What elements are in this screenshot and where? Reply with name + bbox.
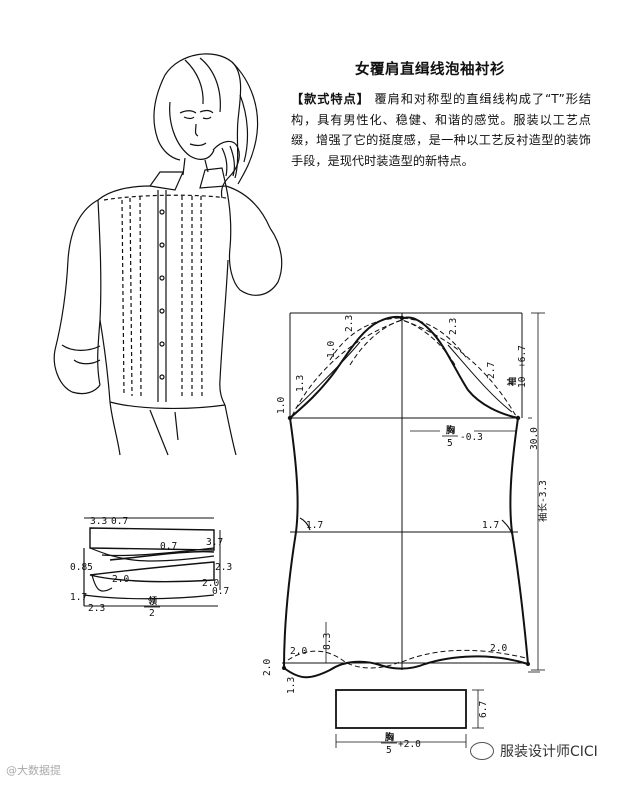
sleeve-dim-2-3-right: 2.3	[448, 318, 459, 335]
sleeve-pattern	[282, 312, 545, 679]
sleeve-dim-2-0-left: 2.0	[290, 646, 307, 657]
sleeve-dim-2-0-hem: 2.0	[262, 659, 273, 676]
watermark-left: @大数据提	[6, 764, 61, 777]
sleeve-dim-1-0-cap: 1.0	[326, 341, 337, 358]
sleeve-length-label: 袖长-3.3	[537, 480, 549, 522]
wechat-bubble-icon	[470, 742, 494, 760]
collar-dim-0-7: 0.7	[111, 516, 128, 527]
collar-neck-label: 领	[148, 595, 157, 607]
sleeve-dim-1-3: 1.3	[295, 375, 306, 392]
style-description: 【款式特点】 覆肩和对称型的直缉线构成了“T”形结构，具有男性化、稳健、和谐的感…	[291, 89, 591, 171]
sleeve-cap-add: +6.7	[517, 345, 528, 368]
collar-neck-divisor: 2	[149, 608, 155, 619]
collar-dim-2-0-b: 2.0	[202, 578, 219, 589]
sleeve-labels: 2.3 2.3 1.0 1.3 1.0 2.7 袖 10 +6.7 胸 5 -0…	[262, 315, 549, 694]
cuff-height: 6.7	[478, 701, 489, 718]
fashion-illustration	[53, 53, 283, 456]
sleeve-dim-1-0-side: 1.0	[276, 397, 287, 414]
sleeve-dim-1-7-left: 1.7	[306, 520, 323, 531]
sleeve-dim-1-3-hem: 1.3	[286, 677, 297, 694]
sleeve-cap-label: 袖	[506, 377, 518, 387]
collar-dim-0-7-b: 0.7	[160, 541, 177, 552]
collar-pattern	[83, 517, 221, 607]
cuff-chest-label: 胸	[385, 731, 394, 743]
collar-dim-0-7-c: 0.7	[212, 586, 229, 597]
watermark-right: 服装设计师CICI	[470, 741, 598, 761]
sleeve-chest-adjust: -0.3	[460, 432, 483, 443]
sleeve-dim-2-3-left: 2.3	[344, 315, 355, 332]
collar-dim-3-7: 3.7	[206, 537, 223, 548]
sleeve-dim-2-7: 2.7	[486, 362, 497, 379]
watermark-right-text: 服装设计师CICI	[500, 744, 598, 760]
sleeve-dim-30-0: 30.0	[529, 427, 540, 450]
cuff-chest-divisor: 5	[386, 745, 392, 756]
collar-dim-2-3-b: 2.3	[88, 603, 105, 614]
cuff-labels: 6.7 胸 5 +2.0	[381, 701, 489, 756]
collar-dim-2-0: 2.0	[112, 574, 129, 585]
collar-dim-1-7: 1.7	[70, 592, 87, 603]
cuff-pattern	[335, 689, 484, 748]
collar-dim-3-3: 3.3	[90, 516, 107, 527]
sleeve-dim-8-3: 8.3	[322, 633, 333, 650]
sleeve-dim-2-0-right: 2.0	[490, 643, 507, 654]
sleeve-cap-divisor: 10	[517, 376, 528, 388]
sleeve-chest-divisor: 5	[447, 438, 453, 449]
feature-text: 覆肩和对称型的直缉线构成了“T”形结构，具有男性化、稳健、和谐的感觉。服装以工艺…	[291, 92, 592, 168]
feature-heading: 【款式特点】	[291, 92, 370, 106]
collar-dim-0-85: 0.85	[70, 562, 93, 573]
sleeve-dim-1-7-right: 1.7	[482, 520, 499, 531]
cuff-chest-add: +2.0	[398, 739, 421, 750]
collar-labels: 3.3 0.7 0.7 3.7 2.3 0.85 2.0 2.0 1.7 0.7…	[70, 516, 232, 619]
page-title: 女覆肩直缉线泡袖衬衫	[355, 62, 505, 78]
collar-dim-2-3: 2.3	[215, 562, 232, 573]
sleeve-chest-label: 胸	[446, 424, 455, 436]
